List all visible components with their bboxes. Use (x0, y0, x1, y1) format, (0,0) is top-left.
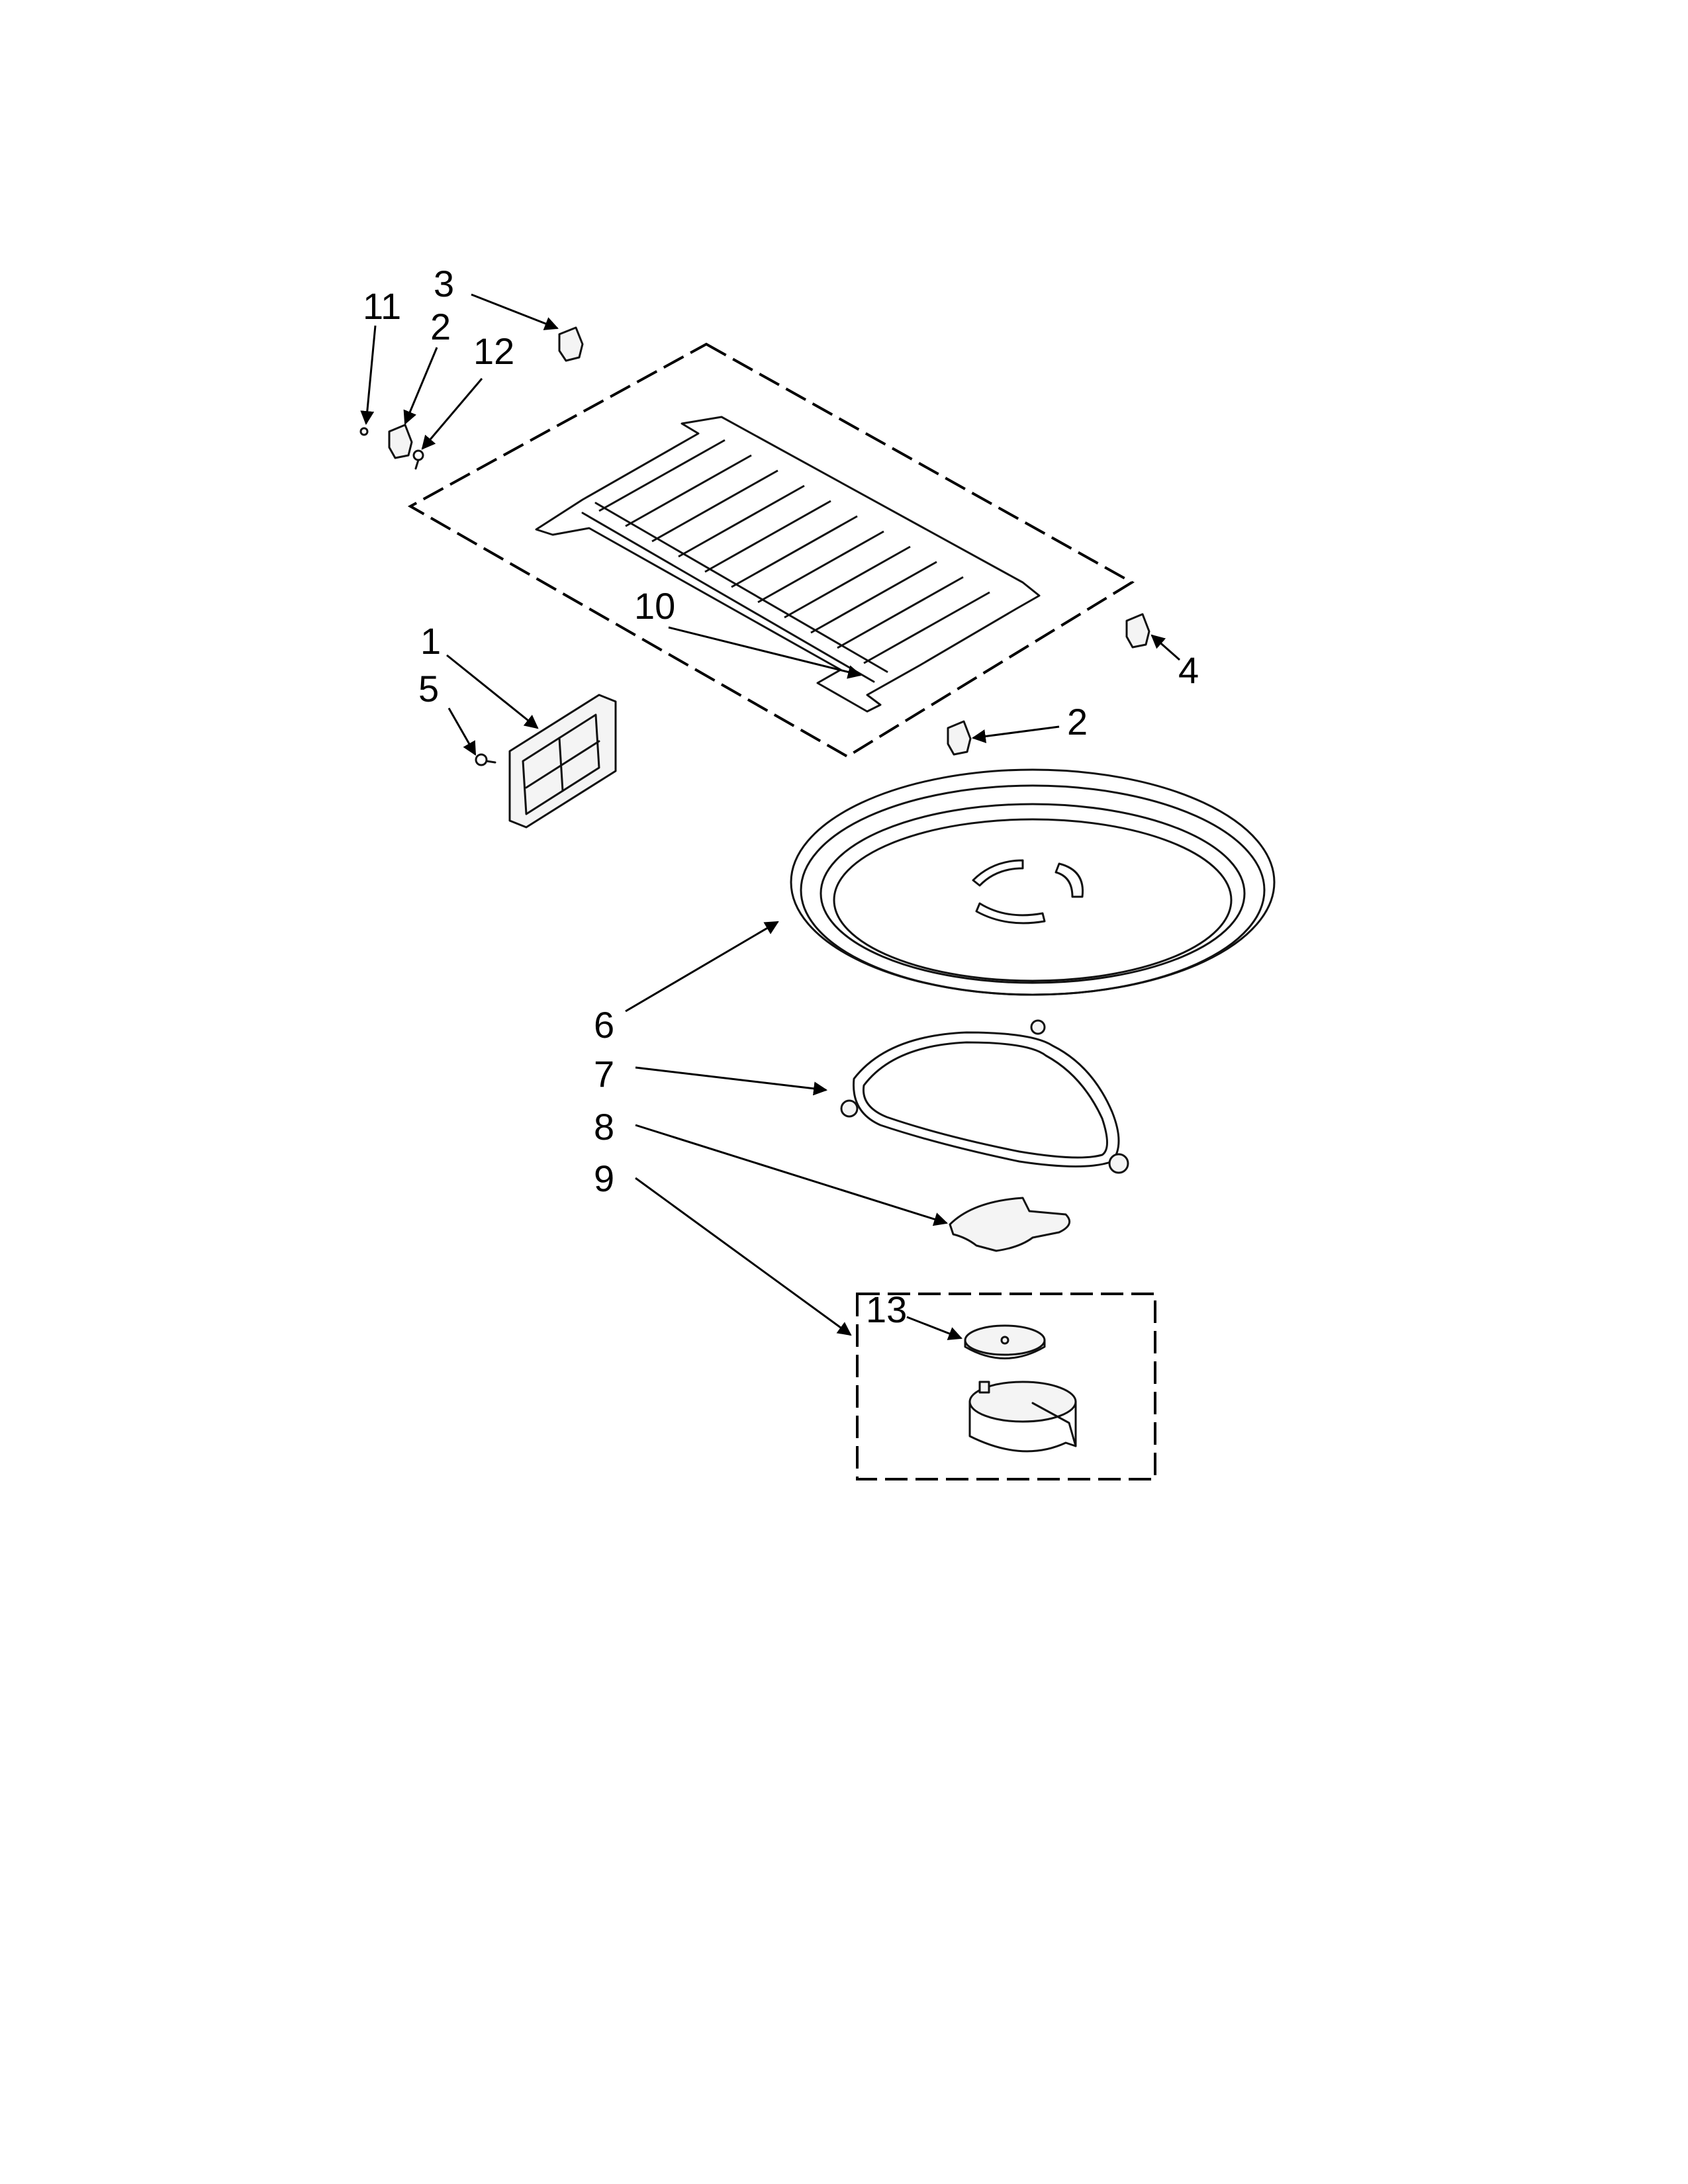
callout-13: 13 (866, 1289, 907, 1330)
motor-part-9 (968, 1381, 1077, 1453)
clip-part-4 (1125, 613, 1150, 649)
leader-4 (1150, 634, 1180, 661)
leader-5 (447, 707, 477, 756)
leader-2-bottom (971, 725, 1060, 743)
callout-9: 9 (594, 1158, 614, 1199)
callout-6: 6 (594, 1004, 614, 1046)
callout-12: 12 (473, 330, 514, 372)
leader-10 (668, 626, 863, 679)
callout-8: 8 (594, 1106, 614, 1148)
motor-group-boundary (856, 1293, 1156, 1480)
callout-7: 7 (594, 1053, 614, 1095)
callout-2-bottom: 2 (1067, 701, 1088, 743)
leader-7 (635, 1066, 828, 1096)
leader-3 (471, 293, 559, 330)
callout-10: 10 (634, 585, 675, 627)
leader-11 (360, 325, 377, 426)
leader-8 (635, 1124, 949, 1226)
leader-1 (446, 654, 539, 729)
leader-2-top (403, 347, 438, 425)
clip-part-3 (558, 326, 584, 362)
coupler-part-8 (949, 1197, 1071, 1252)
roller-ring-part-7 (840, 1019, 1129, 1174)
callout-4: 4 (1178, 649, 1199, 691)
leader-13 (906, 1316, 962, 1340)
callout-11: 11 (363, 285, 401, 327)
leader-6 (625, 921, 779, 1013)
screw-part-12 (412, 449, 424, 470)
rack-group-boundary (407, 342, 1135, 758)
callout-3: 3 (434, 263, 454, 304)
clip-part-2-top (388, 424, 413, 459)
callout-1: 1 (420, 620, 441, 662)
hub-disc-part-13 (964, 1324, 1046, 1359)
screw-part-5 (475, 753, 496, 766)
callout-5: 5 (418, 668, 439, 709)
leader-12 (421, 378, 483, 450)
rack-part (535, 416, 1041, 713)
callout-2-top: 2 (430, 306, 451, 347)
turntable-tray-part-6 (790, 768, 1276, 996)
cover-part-1 (508, 694, 617, 829)
leader-9 (635, 1177, 852, 1336)
screw-part-11 (359, 427, 369, 436)
clip-part-2-bottom (947, 720, 972, 756)
